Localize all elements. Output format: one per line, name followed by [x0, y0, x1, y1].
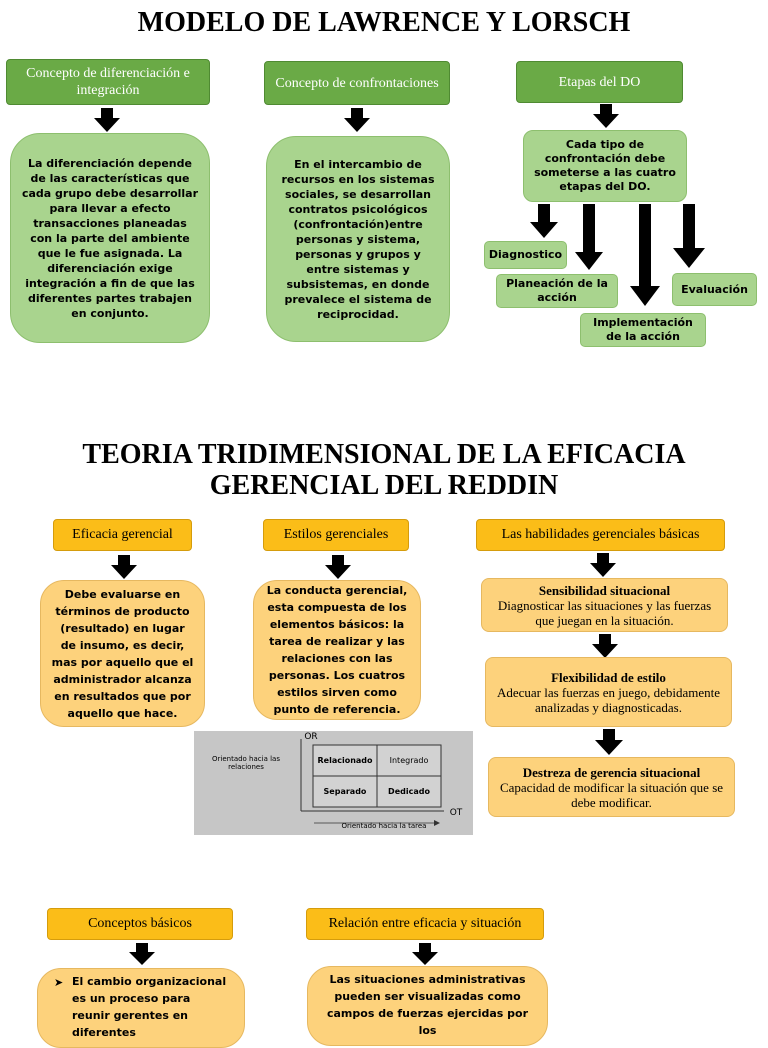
relacion-body: Las situaciones administrativas pueden s…	[307, 966, 548, 1046]
section2-title-line1: TEORIA TRIDIMENSIONAL DE LA EFICACIA	[82, 439, 686, 470]
section1-title: MODELO DE LAWRENCE Y LORSCH	[137, 7, 631, 38]
section2-title-line2: GERENCIAL DEL REDDIN	[209, 470, 559, 501]
grid-x-description: Orientado hacia la tarea	[341, 822, 427, 830]
arrow-down-icon	[630, 204, 660, 306]
grid-cell-relacionado: Relacionado	[317, 756, 373, 765]
arrow-down-icon	[590, 553, 616, 577]
arrow-down-icon	[325, 555, 351, 579]
diferenciacion-body: La diferenciación depende de las caracte…	[10, 133, 210, 343]
stage-planeacion: Planeación de la acción	[496, 274, 618, 308]
arrow-down-icon	[111, 555, 137, 579]
arrow-down-icon	[412, 943, 438, 965]
arrow-down-icon	[592, 634, 618, 658]
grid-x-axis-label: OT	[449, 808, 463, 818]
skill-title: Flexibilidad de estilo	[551, 669, 666, 685]
skill-flexibilidad: Flexibilidad de estilo Adecuar las fuerz…	[485, 657, 732, 727]
habilidades-header: Las habilidades gerenciales básicas	[476, 519, 725, 551]
diferenciacion-header: Concepto de diferenciación e integración	[6, 59, 210, 105]
stage-diagnostico: Diagnostico	[484, 241, 567, 269]
grid-y-description: Orientado hacia las relaciones	[212, 755, 280, 771]
confrontaciones-header: Concepto de confrontaciones	[264, 61, 450, 105]
confrontaciones-body: En el intercambio de recursos en los sis…	[266, 136, 450, 342]
stage-evaluacion: Evaluación	[672, 273, 757, 306]
skill-destreza: Destreza de gerencia situacional Capacid…	[488, 757, 735, 817]
grid-cell-integrado: Integrado	[389, 756, 429, 765]
grid-axes	[300, 739, 444, 826]
etapas-body: Cada tipo de confrontación debe someters…	[523, 130, 687, 202]
conceptos-text: El cambio organizacional es un proceso p…	[72, 975, 227, 1039]
relacion-header: Relación entre eficacia y situación	[306, 908, 544, 940]
conceptos-header: Conceptos básicos	[47, 908, 233, 940]
arrow-down-icon	[593, 104, 619, 128]
skill-sensibilidad: Sensibilidad situacional Diagnosticar la…	[481, 578, 728, 632]
conceptos-body: ➤ El cambio organizacional es un proceso…	[37, 968, 245, 1048]
skill-text: Capacidad de modificar la situación que …	[499, 779, 724, 810]
estilos-grid: OR OT Orientado hacia las relaciones Ori…	[194, 731, 473, 835]
arrow-down-icon	[595, 729, 623, 755]
skill-text: Diagnosticar las situaciones y las fuerz…	[497, 597, 712, 628]
estilos-body: La conducta gerencial, esta compuesta de…	[253, 580, 421, 720]
grid-y-axis-label: OR	[304, 732, 318, 742]
eficacia-body: Debe evaluarse en términos de producto (…	[40, 580, 205, 727]
etapas-header: Etapas del DO	[516, 61, 683, 103]
arrow-down-icon	[575, 204, 603, 270]
estilos-header: Estilos gerenciales	[263, 519, 409, 551]
skill-text: Adecuar las fuerzas en juego, debidament…	[496, 684, 721, 715]
eficacia-header: Eficacia gerencial	[53, 519, 192, 551]
arrow-down-icon	[344, 108, 370, 132]
stage-implementacion: Implementación de la acción	[580, 313, 706, 347]
grid-cell-dedicado: Dedicado	[388, 787, 430, 796]
skill-title: Destreza de gerencia situacional	[522, 764, 701, 780]
arrow-down-icon	[530, 204, 558, 238]
arrow-down-icon	[94, 108, 120, 132]
arrow-down-icon	[129, 943, 155, 965]
skill-title: Sensibilidad situacional	[538, 582, 671, 598]
arrow-down-icon	[673, 204, 705, 268]
bullet-arrow-icon: ➤	[54, 976, 64, 989]
grid-cell-separado: Separado	[323, 787, 367, 796]
